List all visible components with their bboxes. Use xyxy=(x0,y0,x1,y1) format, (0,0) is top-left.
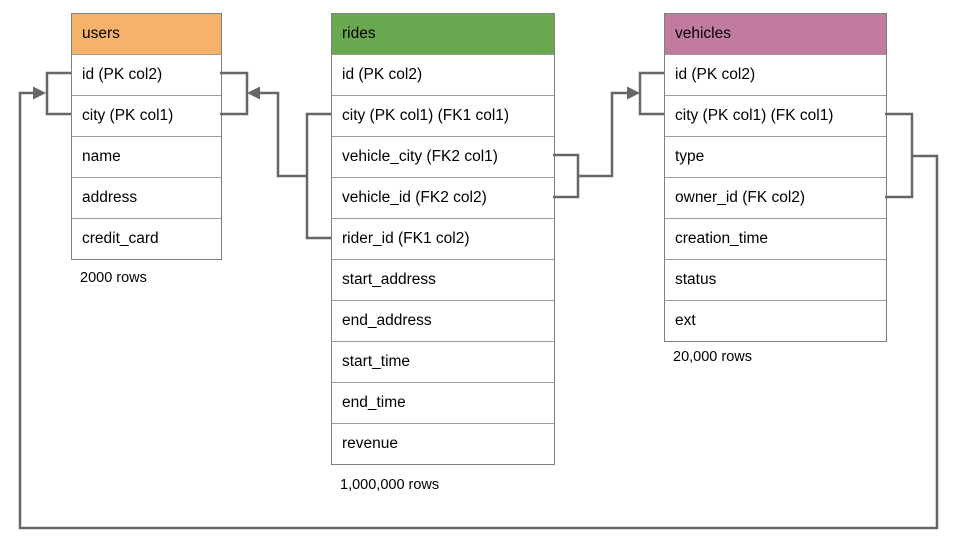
arrowhead-right-icon xyxy=(33,86,46,100)
field-row: city (PK col1) (FK1 col1) xyxy=(332,95,554,136)
field-row: start_address xyxy=(332,259,554,300)
field-row: end_time xyxy=(332,382,554,423)
field-row: name xyxy=(72,136,221,177)
fk-connector-rides-to-users xyxy=(220,71,331,240)
field-row: vehicle_city (FK2 col1) xyxy=(332,136,554,177)
field-row: ext xyxy=(665,300,886,341)
table-rides: rides id (PK col2) city (PK col1) (FK1 c… xyxy=(331,13,555,465)
field-row: start_time xyxy=(332,341,554,382)
field-row: vehicle_id (FK2 col2) xyxy=(332,177,554,218)
field-row: owner_id (FK col2) xyxy=(665,177,886,218)
table-users-rowcount: 2000 rows xyxy=(80,270,147,286)
field-row: end_address xyxy=(332,300,554,341)
field-row: type xyxy=(665,136,886,177)
table-vehicles: vehicles id (PK col2) city (PK col1) (FK… xyxy=(664,13,887,342)
table-vehicles-rowcount: 20,000 rows xyxy=(673,349,752,365)
field-row: id (PK col2) xyxy=(332,54,554,95)
table-rides-title: rides xyxy=(332,14,554,54)
field-row: revenue xyxy=(332,423,554,464)
field-row: address xyxy=(72,177,221,218)
field-row: id (PK col2) xyxy=(665,54,886,95)
field-row: status xyxy=(665,259,886,300)
field-row: credit_card xyxy=(72,218,221,259)
field-row: id (PK col2) xyxy=(72,54,221,95)
field-row: city (PK col1) (FK col1) xyxy=(665,95,886,136)
arrowhead-left-icon xyxy=(247,86,260,100)
field-row: rider_id (FK1 col2) xyxy=(332,218,554,259)
field-row: city (PK col1) xyxy=(72,95,221,136)
table-rides-rowcount: 1,000,000 rows xyxy=(340,477,440,493)
fk-connector-rides-to-vehicles xyxy=(553,71,664,199)
table-users-title: users xyxy=(72,14,221,54)
arrowhead-right-icon xyxy=(627,86,640,100)
field-row: creation_time xyxy=(665,218,886,259)
table-users: users id (PK col2) city (PK col1) name a… xyxy=(71,13,222,260)
table-vehicles-title: vehicles xyxy=(665,14,886,54)
